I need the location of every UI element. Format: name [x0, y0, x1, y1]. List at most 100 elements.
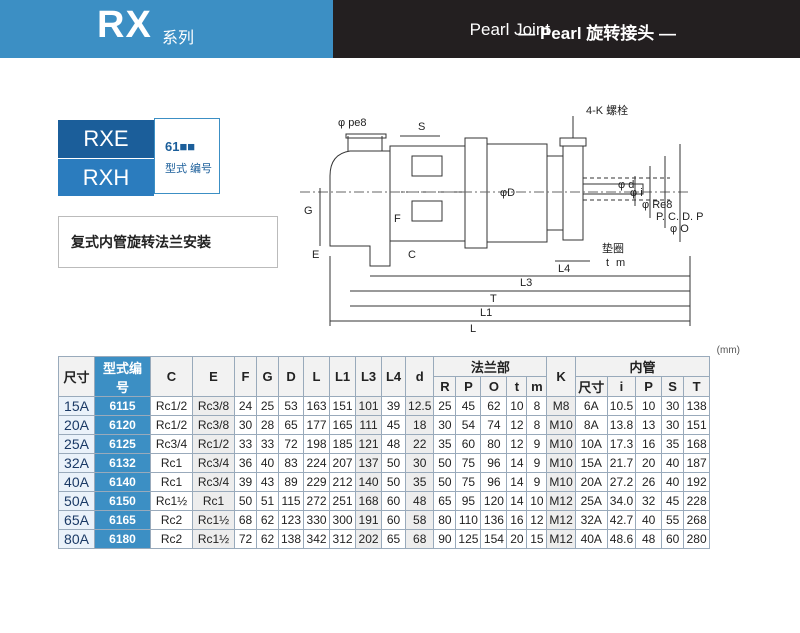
table-cell: 123 [277, 510, 305, 530]
table-cell: 89 [277, 472, 305, 492]
table-cell: Rc1/2 [150, 396, 193, 416]
page-header: RX 系列 Pearl Joint — Pearl 旋转接头 — [0, 0, 800, 58]
table-cell: 6115 [94, 396, 151, 416]
table-cell: 110 [455, 510, 482, 530]
table-cell: 50 [433, 472, 457, 492]
table-cell: 40 [661, 472, 685, 492]
table-cell: 10.5 [606, 396, 637, 416]
series-suffix: 系列 [162, 30, 195, 47]
table-cell: Rc2 [150, 529, 193, 549]
table-cell: 6180 [94, 529, 151, 549]
table-cell: 18 [405, 415, 435, 435]
table-cell: 50 [381, 472, 407, 492]
header-m: m [526, 376, 548, 397]
table-cell: Rc3/4 [192, 472, 235, 492]
table-cell: 9 [526, 472, 548, 492]
table-cell: 16 [635, 434, 663, 454]
table-cell: 33 [234, 434, 257, 454]
label-t: t [606, 257, 609, 269]
table-cell: 224 [303, 453, 331, 473]
header-d: D [277, 356, 305, 397]
table-cell: 33 [256, 434, 279, 454]
table-cell: 96 [480, 472, 508, 492]
table-cell: 13.8 [606, 415, 637, 435]
table-cell: 26 [635, 472, 663, 492]
header-inner: 内管 [574, 356, 711, 377]
table-cell: 20 [635, 453, 663, 473]
header-k: K [546, 356, 576, 397]
label-f: F [394, 213, 401, 225]
table-cell: 8A [574, 415, 608, 435]
table-cell: 40A [574, 529, 608, 549]
table-cell: 21.7 [606, 453, 637, 473]
table-cell: 48.6 [606, 529, 637, 549]
table-cell: 192 [683, 472, 711, 492]
header-l1: L1 [329, 356, 357, 397]
flange [562, 145, 584, 241]
header-e: E [192, 356, 235, 397]
table-cell: 72 [277, 434, 305, 454]
label-t-big: T [490, 293, 497, 305]
table-cell: 300 [329, 510, 357, 530]
table-cell: 22 [405, 434, 435, 454]
table-cell: 14 [506, 472, 528, 492]
table-cell: M10 [546, 415, 576, 435]
table-cell: 191 [355, 510, 383, 530]
table-cell: 16 [506, 510, 528, 530]
label-m: m [616, 257, 625, 269]
table-cell: 15 [526, 529, 548, 549]
table-cell: 251 [329, 491, 357, 511]
table-cell: 45 [381, 415, 407, 435]
header-p: P [455, 376, 482, 397]
table-cell: 55 [661, 510, 685, 530]
table-cell: 96 [480, 453, 508, 473]
table-cell: 9 [526, 434, 548, 454]
table-cell: M10 [546, 472, 576, 492]
table-cell: 53 [277, 396, 305, 416]
table-cell: 101 [355, 396, 383, 416]
table-cell: M12 [546, 491, 576, 511]
table-cell: 36 [234, 453, 257, 473]
elbow-body [329, 150, 391, 267]
table-cell: 140 [355, 472, 383, 492]
table-cell: M10 [546, 434, 576, 454]
table-cell: 54 [455, 415, 482, 435]
label-d-big: φD [500, 187, 515, 199]
table-cell: 32A [574, 510, 608, 530]
table-cell: 14 [506, 491, 528, 511]
table-cell: 40 [256, 453, 279, 473]
header-l: L [303, 356, 331, 397]
table-cell: 121 [355, 434, 383, 454]
table-cell: 177 [303, 415, 331, 435]
table-cell: 90 [433, 529, 457, 549]
table-cell: 65 [381, 529, 407, 549]
table-cell: Rc1 [150, 472, 193, 492]
table-cell: Rc3/8 [192, 396, 235, 416]
table-cell: 68 [405, 529, 435, 549]
table-cell: 12 [506, 415, 528, 435]
table-cell: 48 [405, 491, 435, 511]
table-cell: 10 [635, 396, 663, 416]
table-cell: 32A [58, 453, 95, 473]
header-l3: L3 [355, 356, 383, 397]
header-code: 型式编号 [94, 356, 151, 397]
table-cell: 43 [256, 472, 279, 492]
table-cell: 65A [58, 510, 95, 530]
table-cell: 330 [303, 510, 331, 530]
table-cell: 151 [329, 396, 357, 416]
description-box: 复式内管旋转法兰安装 [58, 216, 278, 268]
series-banner: RX 系列 [0, 0, 333, 58]
table-cell: 120 [480, 491, 508, 511]
table-cell: 27.2 [606, 472, 637, 492]
table-cell: 111 [355, 415, 383, 435]
table-cell: 6165 [94, 510, 151, 530]
header-f: F [234, 356, 257, 397]
label-k-bolt: 4-K 螺栓 [586, 103, 628, 117]
table-cell: 6125 [94, 434, 151, 454]
table-cell: 115 [277, 491, 305, 511]
unit-label: (mm) [716, 345, 740, 356]
label-e: E [312, 249, 319, 261]
